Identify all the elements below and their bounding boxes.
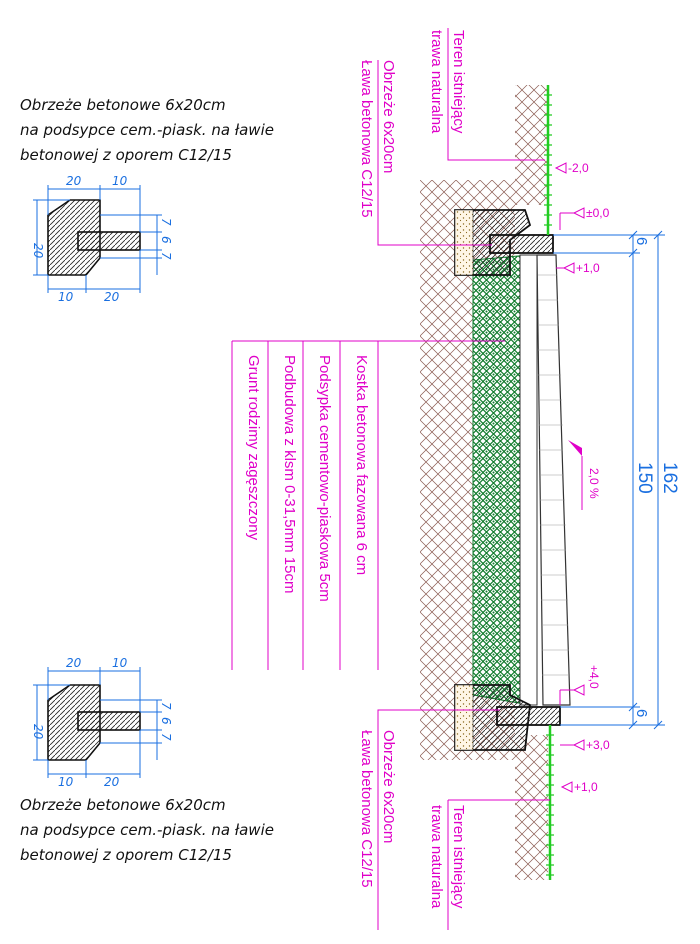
level-bottom-curb: +3,0 — [586, 738, 610, 752]
curb-detail-top: Obrzeże betonowe 6x20cm na podsypce cem.… — [20, 96, 274, 304]
sand-bed-bottom — [454, 684, 474, 751]
detail-dim-bottom-b: 20 — [104, 775, 120, 789]
detail-dim-right-c: 7 — [159, 252, 173, 260]
level-top-terrain: -2,0 — [568, 161, 589, 175]
curb-note-line2: na podsypce cem.-piask. na ławie — [20, 121, 274, 139]
sand-bed-top — [454, 209, 474, 276]
detail-dim-bottom-a: 10 — [58, 775, 74, 789]
label-curb-bottom-1: Obrzeże 6x20cm — [380, 730, 397, 843]
slope-arrow-icon — [568, 440, 582, 456]
detail-dim-top-a: 20 — [66, 656, 82, 670]
curb-note-line1: Obrzeże betonowe 6x20cm — [20, 796, 226, 814]
detail-dim-right-a: 7 — [159, 702, 173, 710]
main-cross-section — [420, 85, 571, 880]
label-curb-top-2: Ława betonowa C12/15 — [358, 60, 375, 218]
dimension-lines: 6 150 6 162 2,0 % — [553, 230, 680, 730]
paving-layer — [536, 254, 571, 706]
detail-dim-height: 20 — [31, 724, 45, 740]
label-layer-soil: Grunt rodzimy zagęszczony — [245, 355, 262, 541]
level-top-paving: +1,0 — [576, 261, 600, 275]
annotations: Teren istniejący trawa naturalna Obrzeże… — [231, 28, 550, 930]
detail-dim-bottom-a: 10 — [58, 290, 74, 304]
dim-curb-bottom: 6 — [633, 709, 650, 717]
dim-path-width: 150 — [634, 462, 655, 494]
label-terrain-top-1: Teren istniejący — [450, 30, 467, 134]
grass-ticks — [544, 94, 554, 876]
label-layer-subbase: Podbudowa z klsm 0-31,5mm 15cm — [281, 355, 298, 593]
label-terrain-bottom-2: trawa naturalna — [428, 805, 445, 909]
curb-detail-bottom: 20 10 10 20 20 7 6 7 Obrzeże betonowe 6x… — [20, 656, 274, 864]
bedding-layer — [519, 254, 538, 706]
detail-dim-top-b: 10 — [112, 174, 128, 188]
detail-curb-shape — [77, 231, 141, 251]
detail-dim-height: 20 — [31, 243, 45, 259]
dim-total-width: 162 — [659, 462, 680, 494]
paving-joints — [538, 274, 569, 676]
detail-dim-right-c: 7 — [159, 733, 173, 741]
detail-dim-top-b: 10 — [112, 656, 128, 670]
label-layer-bedding: Podsypka cementowo-piaskowa 5cm — [316, 355, 333, 602]
level-bottom-terrain: +1,0 — [574, 780, 598, 794]
slope-label: 2,0 % — [587, 468, 601, 499]
detail-dim-right-b: 6 — [159, 236, 173, 244]
label-terrain-bottom-1: Teren istniejący — [450, 805, 467, 909]
curb-note-line2: na podsypce cem.-piask. na ławie — [20, 821, 274, 839]
detail-dim-right-a: 7 — [159, 218, 173, 226]
curb-note-line3: betonowej z oporem C12/15 — [20, 846, 232, 864]
detail-dim-right-b: 6 — [159, 717, 173, 725]
detail-dim-bottom-b: 20 — [104, 290, 120, 304]
label-curb-top-1: Obrzeże 6x20cm — [380, 60, 397, 173]
label-layer-paving: Kostka betonowa fazowana 6 cm — [353, 355, 370, 575]
label-terrain-top-2: trawa naturalna — [428, 30, 445, 134]
level-top-curb: ±0,0 — [586, 206, 610, 220]
detail-curb-shape — [77, 711, 141, 731]
curb-note-line3: betonowej z oporem C12/15 — [20, 146, 232, 164]
soil-bottom-strip — [515, 735, 548, 880]
curb-bottom — [496, 706, 561, 726]
dim-curb-top: 6 — [633, 237, 650, 245]
detail-dim-top-a: 20 — [66, 174, 82, 188]
soil-top-strip — [515, 85, 548, 205]
label-curb-bottom-2: Ława betonowa C12/15 — [358, 730, 375, 888]
level-bottom-paving: +4,0 — [587, 665, 601, 689]
curb-note-line1: Obrzeże betonowe 6x20cm — [20, 96, 226, 114]
level-markers: -2,0 ±0,0 +1,0 +4,0 +3,0 +1,0 — [554, 161, 610, 794]
grass-line — [546, 85, 552, 880]
curb-top — [489, 234, 554, 254]
